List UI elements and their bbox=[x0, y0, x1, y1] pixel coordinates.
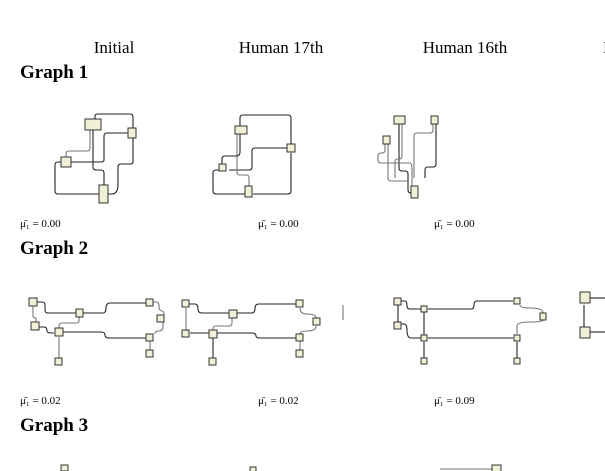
graph-2-initial bbox=[28, 297, 165, 366]
graph-2-fourth-partial bbox=[579, 291, 605, 339]
graph-1-human16-score: μ̄₁ = 0.00 bbox=[434, 218, 475, 230]
graph-2-human-16th bbox=[342, 297, 547, 365]
column-header-human-17th: Human 17th bbox=[238, 38, 324, 57]
graph-2-human17-score: μ̄₁ = 0.02 bbox=[258, 395, 299, 407]
graph-1-initial bbox=[54, 113, 137, 204]
column-header-truncated: H bbox=[603, 38, 605, 58]
graph-3-title: Graph 3 bbox=[20, 415, 89, 436]
graph-1-human17-score: μ̄₁ = 0.00 bbox=[258, 218, 299, 230]
graph-2-title: Graph 2 bbox=[20, 238, 89, 259]
graph-2-human16-score: μ̄₁ = 0.09 bbox=[434, 395, 475, 407]
column-header-human-16th: Human 16th bbox=[422, 38, 508, 57]
graph-1-human-16th bbox=[377, 115, 439, 199]
graph-2-human-17th bbox=[181, 299, 321, 366]
graph-1-initial-score: μ̄₁ = 0.00 bbox=[20, 218, 61, 230]
column-header-initial: Initial bbox=[93, 38, 135, 57]
graph-1-human-17th bbox=[212, 114, 296, 198]
graph-2-initial-score: μ̄₁ = 0.02 bbox=[20, 395, 61, 407]
graph-1-title: Graph 1 bbox=[20, 62, 89, 83]
graph-3-partial bbox=[60, 464, 502, 471]
